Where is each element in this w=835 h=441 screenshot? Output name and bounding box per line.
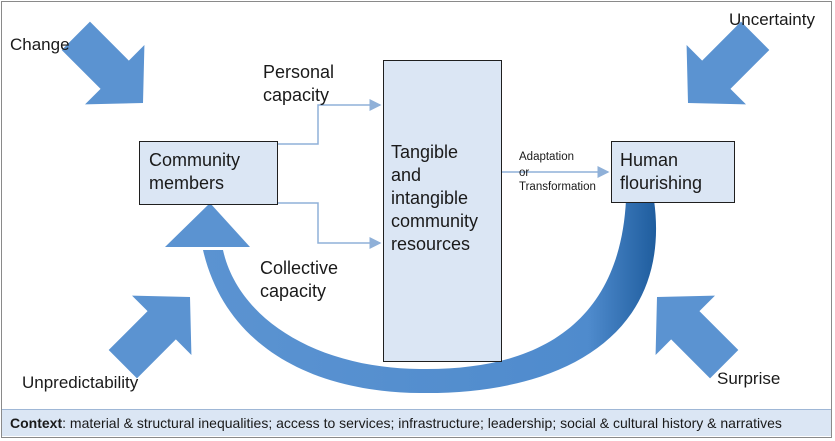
change-label: Change xyxy=(10,35,70,54)
change-force-arrow xyxy=(61,21,145,105)
transformation-label: Transformation xyxy=(519,181,596,193)
unpredictability-label: Unpredictability xyxy=(22,373,139,392)
adaptation-label: Adaptation xyxy=(519,151,574,163)
context-text: : material & structural inequalities; ac… xyxy=(62,415,782,431)
community-members-label: Community members xyxy=(149,150,241,193)
or-label: or xyxy=(519,167,530,179)
collective-capacity-connector xyxy=(278,202,382,249)
resources-label: Tangible and intangible community resour… xyxy=(391,142,479,254)
context-bar: Context: material & structural inequalit… xyxy=(2,409,831,436)
personal-capacity-label: Personal capacity xyxy=(263,62,335,105)
surprise-label: Surprise xyxy=(717,369,781,388)
unpredictability-force-arrow xyxy=(108,295,192,379)
collective-capacity-label: Collective capacity xyxy=(260,258,339,301)
uncertainty-label: Uncertainty xyxy=(729,10,815,29)
context-heading: Context xyxy=(10,415,63,431)
human-flourishing-label: Human flourishing xyxy=(620,150,703,193)
surprise-force-arrow xyxy=(655,295,739,379)
uncertainty-force-arrow xyxy=(686,21,770,105)
personal-capacity-connector xyxy=(278,99,382,145)
feedback-loop-arrowhead xyxy=(165,203,250,247)
human-flourishing-box: Human flourishing xyxy=(611,141,735,203)
community-members-box: Community members xyxy=(139,141,278,205)
resources-box: Tangible and intangible community resour… xyxy=(383,60,502,362)
